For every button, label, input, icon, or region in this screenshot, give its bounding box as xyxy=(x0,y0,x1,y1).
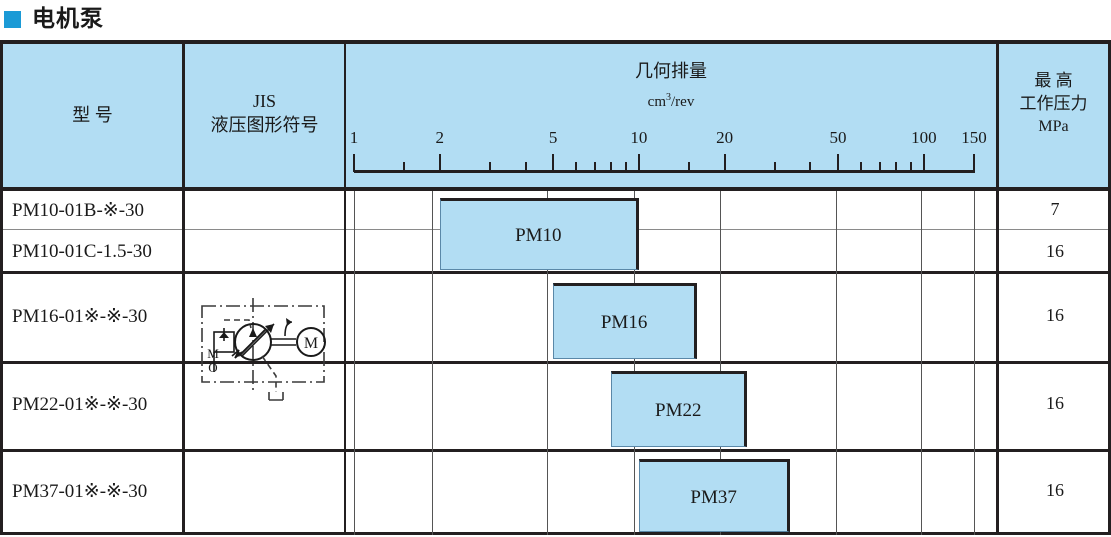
displacement-range-bar: PM10 xyxy=(439,198,639,270)
gridline-50 xyxy=(836,191,837,535)
header-displacement-unit: cm3/rev xyxy=(346,91,996,113)
ruler-minor-tick xyxy=(895,162,898,172)
ruler-major-tick-20 xyxy=(723,154,726,172)
ruler-minor-tick xyxy=(773,162,776,172)
ruler-baseline xyxy=(354,170,975,173)
section-title-text: 电机泵 xyxy=(32,5,104,32)
ruler-label-2: 2 xyxy=(435,128,445,147)
header-bottom-border xyxy=(0,187,1111,191)
ruler-minor-tick xyxy=(610,162,613,172)
gridline-150 xyxy=(974,191,975,535)
gridline-10 xyxy=(634,191,635,535)
ruler-minor-tick xyxy=(859,162,862,172)
header-pressure-line3: MPa xyxy=(1038,117,1069,135)
header-pressure-line1: 最 高 xyxy=(1034,71,1073,90)
model-number-cell: PM16-01※-※-30 xyxy=(12,306,148,327)
ruler-label-50: 50 xyxy=(829,128,847,147)
gridline-100 xyxy=(921,191,922,535)
header-displacement-title: 几何排量 xyxy=(635,61,707,81)
svg-text:M: M xyxy=(304,335,318,352)
unit-base: cm xyxy=(647,94,666,110)
ruler-major-tick-10 xyxy=(637,154,640,172)
ruler-label-10: 10 xyxy=(630,128,648,147)
section-marker-icon xyxy=(4,10,21,28)
unit-rest: /rev xyxy=(671,94,695,110)
svg-text:O: O xyxy=(208,360,217,375)
model-number-cell: PM10-01B-※-30 xyxy=(12,200,145,221)
gridline-20 xyxy=(720,191,721,535)
header-jis-line1: JIS xyxy=(252,91,276,111)
max-pressure-cell: 16 xyxy=(1046,305,1064,325)
displacement-scale-ruler: 1 2 5 10 20 50 100 150 xyxy=(346,128,996,184)
specification-table: 型 号 JIS 液压图形符号 几何排量 cm3/rev 最 高 工作压力 MPa… xyxy=(0,40,1111,537)
ruler-minor-tick xyxy=(624,162,627,172)
col-divider-model xyxy=(182,40,185,535)
ruler-label-1: 1 xyxy=(349,128,359,147)
bar-label: PM22 xyxy=(655,400,702,421)
ruler-major-tick-50 xyxy=(837,154,840,172)
ruler-major-tick-2 xyxy=(438,154,441,172)
row-divider-3 xyxy=(0,361,1111,364)
gridline-1 xyxy=(354,191,355,535)
ruler-minor-tick xyxy=(809,162,812,172)
ruler-major-tick-5 xyxy=(552,154,555,172)
header-jis-label: JIS 液压图形符号 xyxy=(185,90,344,138)
ruler-minor-tick xyxy=(403,162,406,172)
model-number-cell: PM22-01※-※-30 xyxy=(12,394,148,415)
table-top-border xyxy=(0,40,1111,44)
header-band-press xyxy=(998,43,1109,188)
ruler-label-20: 20 xyxy=(716,128,734,147)
bar-label: PM10 xyxy=(515,225,562,246)
section-title: 电机泵 xyxy=(0,0,1111,38)
ruler-minor-tick xyxy=(574,162,577,172)
jis-hydraulic-symbol-icon: M M O xyxy=(192,292,340,412)
col-divider-press xyxy=(996,40,999,535)
ruler-major-tick-1 xyxy=(353,154,355,172)
ruler-label-150: 150 xyxy=(961,128,987,147)
header-model-label: 型 号 xyxy=(72,105,113,125)
model-number-cell: PM10-01C-1.5-30 xyxy=(12,241,152,262)
model-number-cell: PM37-01※-※-30 xyxy=(12,481,148,502)
row-divider-2 xyxy=(0,271,1111,274)
ruler-major-tick-100 xyxy=(922,154,925,172)
gridline-2 xyxy=(432,191,433,535)
unit-exponent: 3 xyxy=(666,92,671,103)
ruler-minor-tick xyxy=(488,162,491,172)
displacement-range-bar: PM16 xyxy=(553,283,698,359)
ruler-minor-tick xyxy=(909,162,912,172)
bar-label: PM37 xyxy=(690,486,737,508)
svg-text:M: M xyxy=(207,346,219,361)
ruler-minor-tick xyxy=(593,162,596,172)
table-right-border xyxy=(1108,40,1111,535)
gridline-5 xyxy=(547,191,548,535)
ruler-minor-tick xyxy=(878,162,881,172)
max-pressure-cell: 16 xyxy=(1046,393,1064,413)
header-band-jis xyxy=(185,43,344,188)
max-pressure-cell: 16 xyxy=(1046,480,1064,500)
row-divider-4 xyxy=(0,449,1111,452)
ruler-major-tick-150 xyxy=(973,154,975,172)
header-band-disp xyxy=(346,43,996,188)
max-pressure-cell: 7 xyxy=(1050,199,1060,219)
displacement-range-bar: PM22 xyxy=(611,371,748,447)
ruler-label-100: 100 xyxy=(911,128,937,147)
table-left-border xyxy=(0,40,3,535)
header-jis-line2: 液压图形符号 xyxy=(210,114,319,135)
ruler-minor-tick xyxy=(524,162,527,172)
ruler-minor-tick xyxy=(688,162,691,172)
header-pressure-label: 最 高 工作压力 MPa xyxy=(998,70,1109,137)
header-pressure-line2: 工作压力 xyxy=(1019,93,1088,113)
bar-label: PM16 xyxy=(600,312,648,333)
displacement-range-bar: PM37 xyxy=(638,459,791,532)
table-bottom-border xyxy=(0,532,1111,535)
ruler-label-5: 5 xyxy=(548,128,558,147)
max-pressure-cell: 16 xyxy=(1046,241,1064,261)
col-divider-jis xyxy=(344,40,346,535)
header-band-model xyxy=(2,43,183,188)
